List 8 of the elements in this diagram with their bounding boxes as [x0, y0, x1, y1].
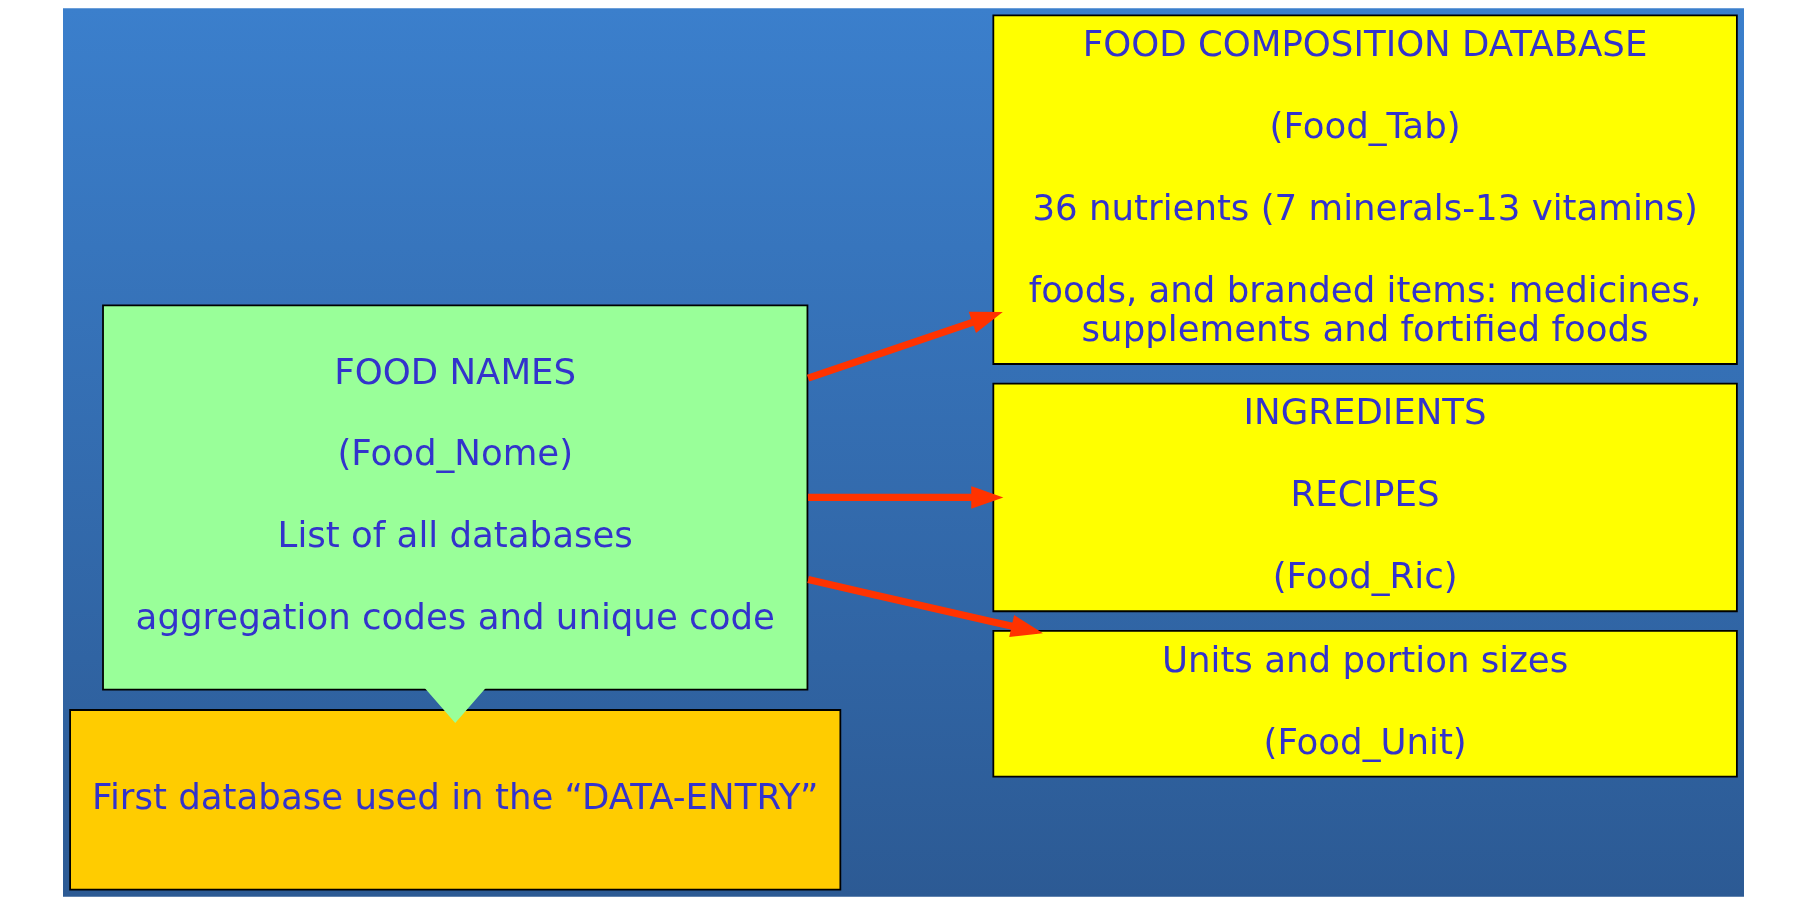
node-box: INGREDIENTS RECIPES (Food_Ric) — [991, 382, 1738, 613]
node-box: FOOD COMPOSITION DATABASE (Food_Tab) 36 nutrients (7 minerals-13 vitamins) foods, and branded items: medicines, supplements and fortified foods — [991, 14, 1738, 365]
node-box: First database used in the “DATA-ENTRY” — [68, 709, 841, 891]
node-box: FOOD NAMES (Food_Nome) List of all databases aggregation codes and unique code — [101, 304, 808, 691]
arrow — [806, 311, 1003, 382]
arrow — [807, 486, 1003, 509]
arrow — [806, 576, 1043, 638]
node-box: Units and portion sizes (Food_Unit) — [991, 629, 1738, 778]
